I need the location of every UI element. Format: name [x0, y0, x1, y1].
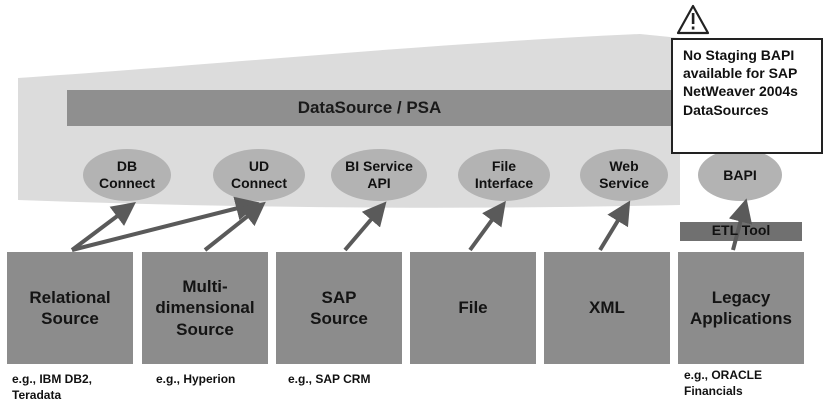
- source-box-legacy: [678, 252, 804, 364]
- oval-ud-connect: [213, 149, 305, 201]
- datasource-psa-label: DataSource / PSA: [297, 98, 442, 117]
- warning-triangle-icon: [676, 4, 710, 35]
- etl-tool-label: ETL Tool: [711, 222, 771, 238]
- xml-source-label: XML: [589, 298, 625, 318]
- warning-text: No Staging BAPI available for SAP NetWea…: [683, 47, 798, 118]
- source-box-relational: [7, 252, 133, 364]
- arrow-relational-to-db-connect: [70, 202, 136, 252]
- file-interface-label: File Interface: [474, 158, 534, 191]
- multidimensional-source-label: Multi- dimensional Source: [155, 277, 255, 339]
- ud-connect-label: UD Connect: [231, 158, 287, 191]
- datasource-psa-bar: [67, 90, 672, 126]
- bapi-label: BAPI: [723, 166, 757, 183]
- legacy-applications-label: Legacy Applications: [689, 287, 792, 328]
- file-source-label: File: [458, 298, 488, 318]
- arrow-legacy-to-bapi: [728, 198, 753, 251]
- source-box-file: [410, 252, 536, 364]
- oval-web-service: [580, 149, 668, 201]
- source-box-multidimensional: [142, 252, 268, 364]
- arrow-sap-to-bi-service: [343, 201, 387, 252]
- source-box-sap: [276, 252, 402, 364]
- oval-bi-service-api: [331, 149, 427, 201]
- warning-callout: No Staging BAPI available for SAP NetWea…: [671, 38, 823, 154]
- oval-file-interface: [458, 149, 550, 201]
- oval-db-connect: [83, 149, 171, 201]
- example-legacy: e.g., ORACLE Financials: [684, 368, 763, 398]
- arrow-xml-to-web-service: [598, 200, 631, 252]
- relational-source-label: Relational Source: [29, 287, 111, 328]
- source-box-xml: [544, 252, 670, 364]
- db-connect-label: DB Connect: [99, 158, 155, 191]
- sap-source-label: SAP Source: [310, 287, 368, 328]
- arrow-file-to-file-interface: [468, 200, 506, 252]
- oval-bapi: [698, 149, 782, 201]
- example-sap: e.g., SAP CRM: [288, 372, 371, 386]
- etl-tool-bar: [680, 222, 802, 241]
- arrow-multidim-to-ud-connect: [203, 201, 266, 252]
- example-relational: e.g., IBM DB2, Teradata: [12, 372, 93, 402]
- arrow-relational-to-ud-connect: [71, 196, 260, 252]
- web-service-label: Web Service: [599, 158, 649, 191]
- bi-service-api-label: BI Service API: [345, 158, 413, 191]
- example-multidimensional: e.g., Hyperion: [156, 372, 236, 386]
